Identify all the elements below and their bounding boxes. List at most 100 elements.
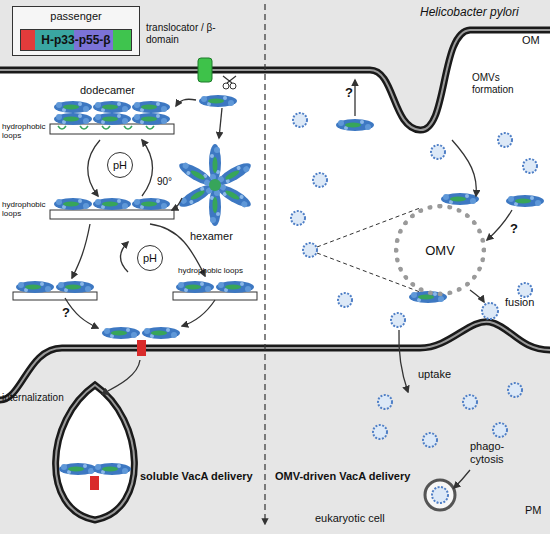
passenger-box: passengerH-p33-p55-β <box>12 6 140 56</box>
omv <box>498 133 512 147</box>
arrow <box>176 99 196 106</box>
vaca-monomer <box>102 327 140 339</box>
arrow-group <box>65 80 512 488</box>
omv <box>338 293 352 307</box>
vaca-monomer <box>54 113 92 125</box>
membrane-label: OM <box>522 34 540 47</box>
cell-region <box>0 322 550 534</box>
loops-label: hydrophobic loops <box>2 200 50 218</box>
zoom-lines <box>317 208 420 292</box>
region-label: eukaryotic cell <box>315 512 385 525</box>
arrow <box>454 470 470 488</box>
omv <box>373 425 387 439</box>
vaca-monomer <box>441 193 479 205</box>
hydrophobic-loops-box <box>173 292 257 300</box>
omv <box>482 303 498 319</box>
arrow <box>121 242 129 272</box>
vaca-monomer <box>93 198 131 210</box>
plasma-membrane <box>0 322 550 400</box>
omv <box>313 173 327 187</box>
vaca-channel <box>90 476 99 490</box>
node-text: pH <box>113 159 127 171</box>
endocytic-pocket <box>56 385 135 520</box>
vaca-monomer <box>93 463 131 475</box>
organism-name: Helicobacter pylori <box>420 6 519 20</box>
outer-membrane-core <box>0 30 550 130</box>
vaca-monomer <box>56 281 94 293</box>
hexamer-core <box>209 179 221 191</box>
arrow <box>219 108 222 138</box>
domain-box: H-p33-p55-β <box>20 29 132 51</box>
pathway-title: OMV-driven VacA delivery <box>275 470 410 483</box>
vaca-monomer <box>93 113 131 125</box>
divider-line <box>264 4 265 524</box>
vaca-monomer <box>209 144 221 182</box>
arrow <box>354 80 355 116</box>
scissors <box>223 83 229 89</box>
outer-membrane <box>0 30 550 130</box>
omv <box>518 283 532 297</box>
domain-label: translocator / β-domain <box>146 22 226 45</box>
rotation-label: 90° <box>157 176 172 188</box>
vaca-monomer <box>132 198 170 210</box>
bacterium-region <box>0 0 550 130</box>
node-text: pH <box>143 252 157 264</box>
vaca-monomer <box>199 95 237 107</box>
arrow <box>487 210 512 240</box>
scissors <box>223 76 236 83</box>
omv <box>423 433 437 447</box>
arrow <box>172 198 182 210</box>
process-label: fusion <box>505 296 534 309</box>
vaca-monomer <box>132 101 170 113</box>
arrow <box>470 290 484 302</box>
vaca-monomer <box>336 119 374 131</box>
vaca-monomer <box>54 101 92 113</box>
arrow <box>142 140 153 196</box>
vaca-monomer <box>142 327 180 339</box>
hexamer-top-view <box>176 144 253 226</box>
arrow <box>182 300 215 326</box>
omv <box>293 113 307 127</box>
plasma-membrane-core <box>0 322 550 400</box>
vaca-monomer <box>132 113 170 125</box>
question-mark: ? <box>510 222 518 237</box>
oligomer-label: hexamer <box>190 230 233 243</box>
process-label: uptake <box>418 368 451 381</box>
hydrophobic-loops-box <box>50 210 174 219</box>
omv <box>431 145 445 159</box>
hydrophobic-loops-box <box>13 292 97 300</box>
node-text: H-p33-p55-β <box>41 33 110 47</box>
ph-circle: pH <box>137 245 163 271</box>
omv <box>303 243 317 257</box>
vaca-monomer <box>216 281 254 293</box>
omv-circle: OMV <box>394 204 486 296</box>
process-label: OMVs formation <box>472 72 542 95</box>
hydrophobic-loops-box <box>50 124 174 134</box>
question-mark: ? <box>345 86 353 101</box>
arrow <box>399 330 408 392</box>
vaca-channel <box>137 340 146 356</box>
arrow <box>102 360 140 394</box>
omv <box>463 395 477 409</box>
vaca-monomer <box>93 101 131 113</box>
omv <box>432 487 448 503</box>
membrane-label: PM <box>525 504 542 517</box>
oligomer-label: dodecamer <box>80 84 135 97</box>
process-label: internalization <box>2 392 64 404</box>
omv-group <box>291 113 537 447</box>
vaca-monomer <box>506 195 544 207</box>
omv <box>523 159 537 173</box>
scissors <box>230 83 236 89</box>
omv <box>493 423 507 437</box>
translocator-barrel <box>198 58 212 82</box>
vaca-monomer <box>59 463 97 475</box>
pathway-title: soluble VacA delivery <box>140 470 253 483</box>
question-mark: ? <box>62 306 70 321</box>
arrow <box>452 140 476 196</box>
omv <box>391 313 405 327</box>
arrow <box>88 140 100 196</box>
hydrophobic-loops <box>58 126 154 129</box>
loops-label: hydrophobic loops <box>2 122 50 140</box>
